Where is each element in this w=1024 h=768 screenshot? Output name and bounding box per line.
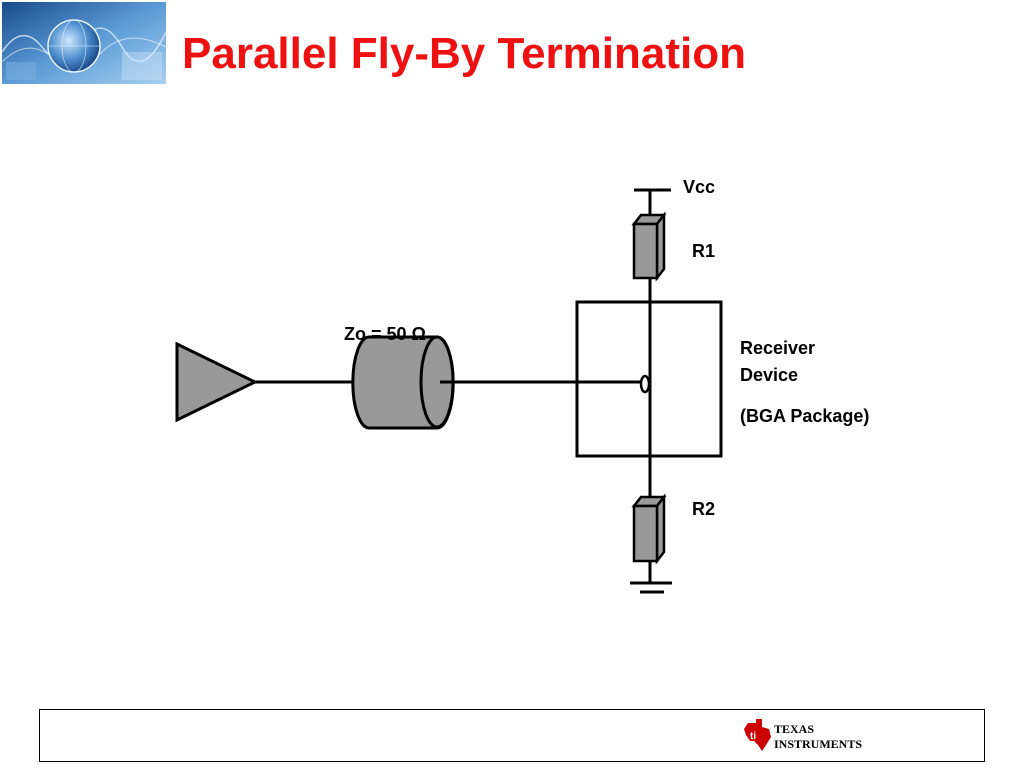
texas-state-icon <box>744 719 771 751</box>
bga-ball <box>639 374 651 394</box>
r1-label: R1 <box>692 241 715 261</box>
receiver-label-line2: Device <box>740 365 798 385</box>
brand-line1: Texas <box>774 722 814 736</box>
resistor-r2-symbol <box>631 493 667 565</box>
texas-instruments-logo: ti Texas Instruments <box>744 719 862 751</box>
line-impedance-label: Zo = 50 Ω <box>344 324 426 344</box>
header-globe-banner <box>2 2 166 84</box>
receiver-label-line3: (BGA Package) <box>740 406 869 426</box>
driver-buffer-symbol <box>175 341 259 423</box>
receiver-label-line1: Receiver <box>740 338 815 358</box>
brand-line2: Instruments <box>774 737 862 751</box>
transmission-line-symbol <box>351 335 455 430</box>
footer-bar <box>39 709 985 762</box>
ground-symbol <box>630 581 672 594</box>
vcc-label: Vcc <box>683 177 715 197</box>
resistor-r1-symbol <box>631 211 667 282</box>
svg-text:ti: ti <box>750 731 756 742</box>
r2-label: R2 <box>692 499 715 519</box>
slide-title: Parallel Fly-By Termination <box>182 29 747 78</box>
